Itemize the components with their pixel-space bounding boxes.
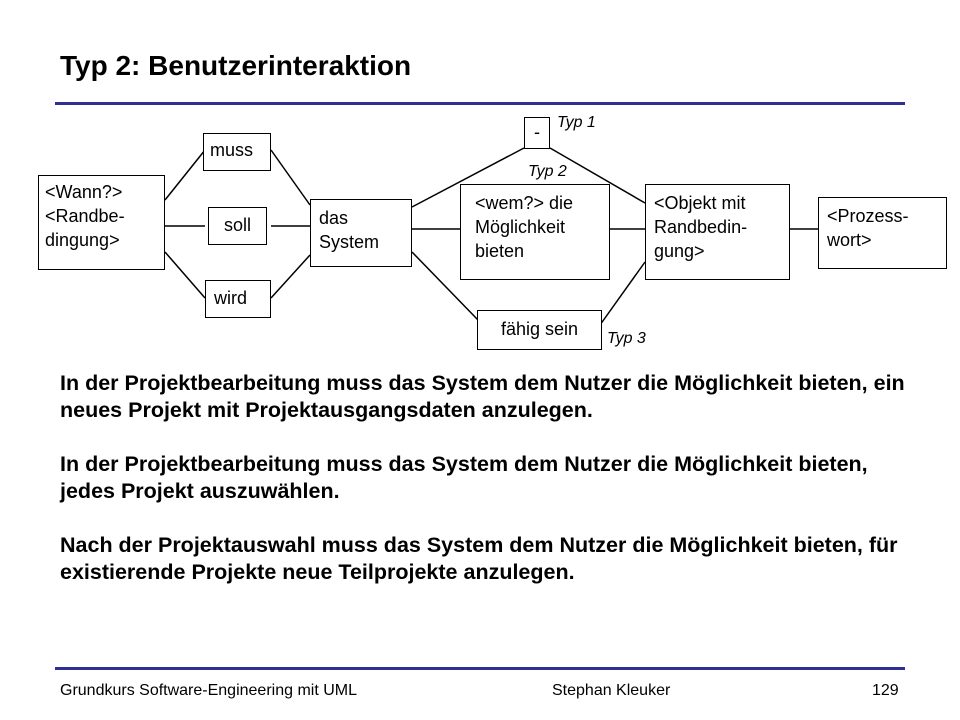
- wird-box: wird: [205, 280, 271, 318]
- connector-muss-system: [270, 149, 311, 206]
- object-box: <Objekt mit Randbedin- gung>: [645, 184, 790, 280]
- wem-opportunity-box: <wem?> die Möglichkeit bieten: [460, 184, 610, 280]
- footer-course: Grundkurs Software-Engineering mit UML: [60, 682, 358, 699]
- typ1-dash-box: -: [524, 117, 550, 149]
- connector-dash-objekt: [549, 147, 646, 204]
- connector-system-dash: [411, 147, 525, 208]
- soll-box: soll: [208, 207, 267, 245]
- title-divider: [55, 102, 905, 105]
- connector-wird-system: [270, 254, 311, 299]
- typ3-label: Typ 3: [607, 330, 646, 347]
- requirement-paragraph-3: Nach der Projektauswahl muss das System …: [60, 533, 898, 584]
- connector-when-wird: [164, 251, 206, 299]
- footer-divider: [55, 667, 905, 670]
- connector-when-muss: [164, 149, 206, 201]
- muss-box: muss: [203, 133, 271, 171]
- process-word-box: <Prozess- wort>: [818, 197, 947, 269]
- typ2-label: Typ 2: [528, 163, 567, 180]
- diagram-connectors: [164, 147, 818, 326]
- connector-faehig-objekt: [599, 261, 646, 326]
- requirements-text: In der Projektbearbeitung muss das Syste…: [60, 370, 920, 586]
- faehig-box: fähig sein: [477, 310, 602, 350]
- connector-system-faehig: [411, 251, 479, 321]
- system-box: das System: [310, 199, 412, 267]
- footer-page-number: 129: [872, 682, 899, 699]
- when-condition-box: <Wann?> <Randbe- dingung>: [38, 175, 165, 270]
- footer-author: Stephan Kleuker: [552, 682, 671, 699]
- typ1-label: Typ 1: [557, 114, 596, 131]
- requirement-paragraph-2: In der Projektbearbeitung muss das Syste…: [60, 452, 868, 503]
- requirement-paragraph-1: In der Projektbearbeitung muss das Syste…: [60, 371, 905, 422]
- page-title: Typ 2: Benutzerinteraktion: [60, 50, 412, 81]
